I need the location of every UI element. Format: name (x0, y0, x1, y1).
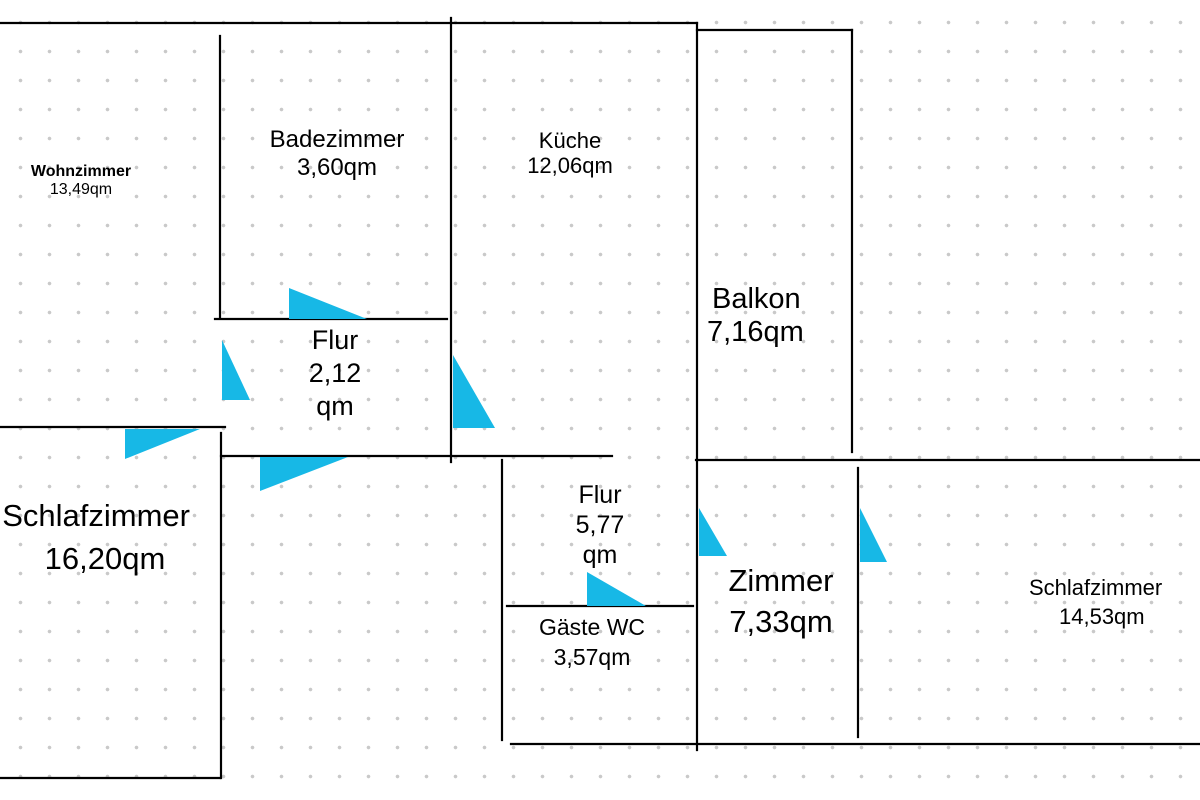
room-area-unit: qm (316, 390, 354, 421)
room-name: Flur (578, 481, 622, 509)
room-label-zimmer: Zimmer 7,33qm (708, 561, 854, 643)
room-area: 3,57qm (553, 643, 631, 670)
room-label-wohnzimmer: Wohnzimmer 13,49qm (20, 163, 142, 200)
door-marker (289, 288, 367, 319)
room-name: Flur (311, 325, 359, 355)
room-area: 13,49qm (49, 181, 113, 199)
room-label-gaeste-wc: Gäste WC 3,57qm (512, 613, 672, 673)
room-name: Küche (538, 128, 602, 153)
door-marker (222, 340, 250, 400)
room-area-number: 2,12 (308, 357, 362, 388)
door-marker (453, 355, 495, 428)
room-label-schlafzimmer-left: Schlafzimmer 16,20qm (0, 495, 190, 581)
room-area-number: 5,77 (575, 511, 625, 539)
room-area: 12,06qm (527, 153, 613, 179)
door-marker (587, 572, 646, 606)
room-name: Gäste WC (538, 614, 646, 640)
door-marker (260, 457, 348, 491)
room-label-flur-large: Flur 5,77 qm (550, 480, 650, 570)
room-label-schlafzimmer-right: Schlafzimmer 14,53qm (1025, 573, 1200, 631)
room-area: 7,33qm (729, 603, 833, 639)
room-label-badezimmer: Badezimmer 3,60qm (247, 126, 427, 181)
room-name: Balkon (712, 283, 801, 315)
room-area: 3,60qm (296, 153, 378, 181)
room-area: 14,53qm (1059, 604, 1145, 630)
door-marker (125, 429, 200, 459)
room-name: Schlafzimmer (2, 498, 190, 533)
room-label-kueche: Küche 12,06qm (500, 128, 640, 179)
room-name: Schlafzimmer (1029, 575, 1163, 600)
room-area: 16,20qm (44, 540, 166, 576)
room-label-balkon: Balkon 7,16qm (700, 283, 820, 350)
room-area-unit: qm (582, 541, 618, 569)
door-marker (860, 508, 887, 562)
room-label-flur-small: Flur 2,12 qm (280, 324, 390, 423)
door-marker (699, 508, 727, 556)
room-name: Zimmer (728, 563, 834, 598)
room-name: Badezimmer (269, 126, 405, 153)
room-area: 7,16qm (707, 316, 804, 349)
room-name: Wohnzimmer (30, 163, 132, 180)
